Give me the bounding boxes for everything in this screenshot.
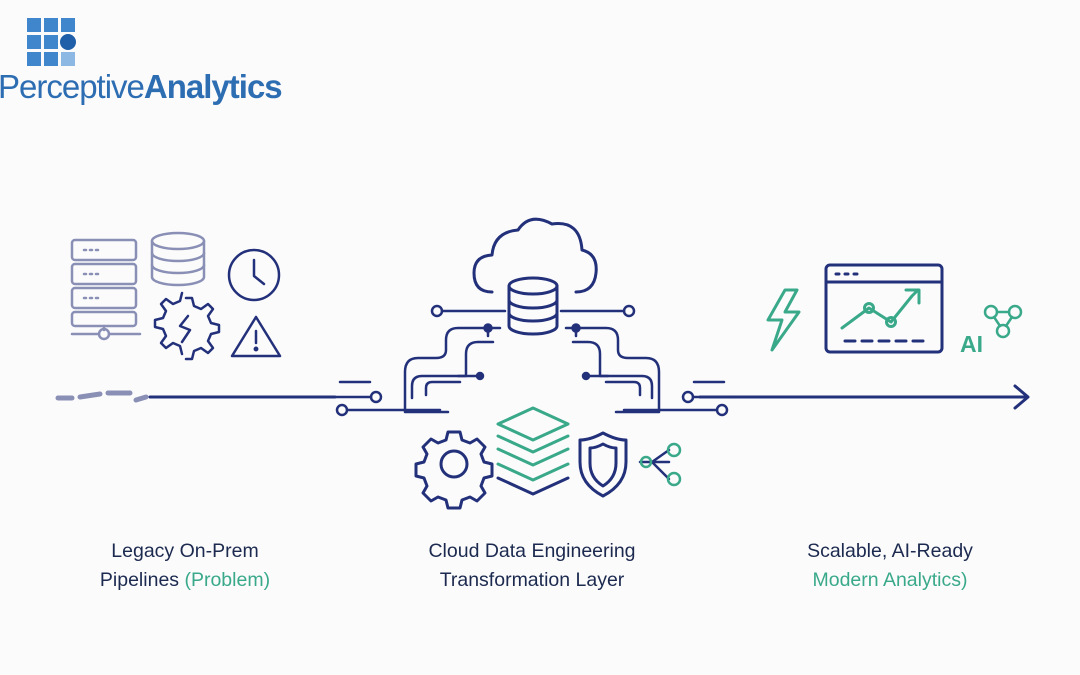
broken-gear-icon: [153, 291, 221, 361]
lightning-icon: [766, 288, 801, 352]
shield-icon: [578, 431, 628, 498]
logo-text-light: Perceptive: [0, 68, 145, 105]
caption-legacy-line2-main: Pipelines: [99, 569, 185, 591]
share-icon: [638, 442, 682, 487]
caption-legacy-line2-accent: (Problem): [184, 569, 271, 591]
logo-grid-icon: [27, 18, 76, 66]
caption-modern-line1: Scalable, AI-Ready: [807, 540, 973, 562]
caption-cloud-line2: Transformation Layer: [439, 569, 625, 591]
caption-modern: Scalable, AI-Ready Modern Analytics): [740, 537, 1040, 595]
flow-arrow-icon: [1013, 384, 1030, 410]
database-icon: [507, 276, 559, 336]
circuit-traces-right: [559, 304, 731, 417]
caption-legacy-line1: Legacy On-Prem: [111, 540, 259, 562]
dashboard-chart-icon: [824, 263, 944, 354]
cloud-icon: [472, 217, 598, 294]
caption-cloud: Cloud Data Engineering Transformation La…: [382, 537, 682, 595]
brand-logo: PerceptiveAnalytics: [0, 18, 283, 113]
database-icon: [150, 231, 206, 287]
ai-label: AI: [960, 331, 983, 357]
caption-legacy: Legacy On-Prem Pipelines (Problem): [35, 537, 335, 595]
warning-icon: [230, 315, 282, 358]
gear-icon: [414, 430, 494, 510]
logo-text: PerceptiveAnalytics: [0, 68, 283, 106]
broken-pipeline-segments: [55, 390, 149, 403]
caption-modern-line2: Modern Analytics): [812, 569, 968, 591]
circuit-traces-left: [333, 304, 507, 417]
caption-cloud-line1: Cloud Data Engineering: [428, 540, 636, 562]
layers-icon: [496, 406, 570, 496]
clock-icon: [227, 248, 281, 302]
caption-legacy-line2: Pipelines (Problem): [35, 566, 335, 595]
server-rack-icon: [70, 238, 142, 341]
network-icon: [983, 304, 1023, 339]
logo-text-bold: Analytics: [143, 68, 283, 105]
